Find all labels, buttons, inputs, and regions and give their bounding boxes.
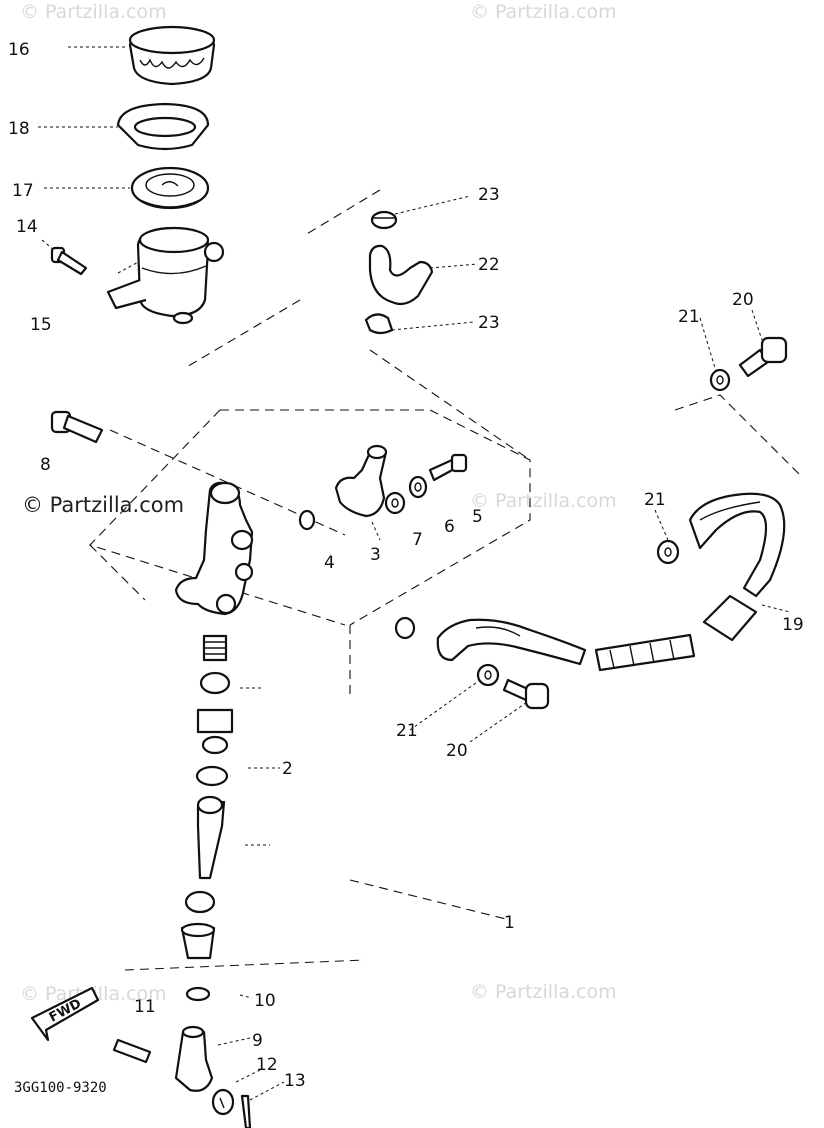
callout-17: 17 [12, 181, 34, 201]
watermark-middle-right: © Partzilla.com [470, 490, 617, 512]
callout-7: 7 [412, 530, 423, 550]
callout-labels: 16 18 17 14 15 23 22 23 21 20 8 21 5 6 7… [8, 40, 804, 1096]
part-10-circlip [185, 986, 211, 1002]
callout-8: 8 [40, 455, 51, 475]
callout-22: 22 [478, 255, 500, 275]
part-5-union-bolt [428, 453, 468, 482]
part-21-gasket-hose [656, 539, 680, 565]
callout-4: 4 [324, 553, 335, 573]
part-2-piston-kit [180, 634, 234, 960]
part-15-reservoir [106, 226, 225, 325]
part-13-cotter-pin [240, 1094, 252, 1128]
part-7-washer [384, 491, 406, 515]
part-16-reservoir-cap [128, 25, 216, 86]
part-23-hose-clamp-top [370, 210, 398, 230]
part-3-hose-joint [334, 444, 388, 518]
callout-3: 3 [370, 545, 381, 565]
callout-23-top: 23 [478, 185, 500, 205]
part-8-bolt [50, 410, 104, 444]
washer-near-hose [394, 616, 416, 640]
part-6-washer [408, 475, 428, 499]
callout-18: 18 [8, 119, 30, 139]
part-11-pin [112, 1038, 152, 1064]
callout-10: 10 [254, 991, 276, 1011]
callout-11: 11 [134, 997, 156, 1017]
callout-21-bottom: 21 [396, 721, 418, 741]
callout-21-middle: 21 [644, 490, 666, 510]
watermark-top-left: © Partzilla.com [20, 1, 167, 23]
callout-1: 1 [504, 913, 515, 933]
callout-15: 15 [30, 315, 52, 335]
part-4-o-ring [298, 509, 316, 531]
callout-13: 13 [284, 1071, 306, 1091]
callout-21-top: 21 [678, 307, 700, 327]
callout-19: 19 [782, 615, 804, 635]
callout-20-bottom: 20 [446, 741, 468, 761]
part-20-union-bolt-top [738, 336, 788, 378]
part-21-gasket-top [709, 368, 731, 392]
part-19-brake-hose [436, 492, 786, 672]
diagram-code: 3GG100-9320 [14, 1080, 107, 1096]
watermark-top-right: © Partzilla.com [470, 1, 617, 23]
leader-lines [38, 46, 791, 1101]
master-cylinder-body [174, 481, 254, 616]
watermark-middle-left: © Partzilla.com [22, 493, 184, 517]
callout-5: 5 [472, 507, 483, 527]
part-22-reservoir-hose [368, 244, 434, 306]
part-12-washer [211, 1088, 235, 1116]
part-20-union-bolt-bottom [502, 678, 550, 710]
callout-23-bottom: 23 [478, 313, 500, 333]
part-17-diaphragm [130, 166, 210, 210]
callout-16: 16 [8, 40, 30, 60]
callout-9: 9 [252, 1031, 263, 1051]
part-14-screw [50, 246, 88, 276]
callout-6: 6 [444, 517, 455, 537]
callout-20-top: 20 [732, 290, 754, 310]
part-21-gasket-bottom [476, 663, 500, 687]
part-18-diaphragm-holder [116, 102, 210, 151]
callout-12: 12 [256, 1055, 278, 1075]
part-23-hose-clamp-bottom [364, 313, 394, 335]
callout-14: 14 [16, 217, 38, 237]
callout-2: 2 [282, 759, 293, 779]
part-9-clevis [174, 1025, 214, 1092]
watermark-bottom-right: © Partzilla.com [470, 981, 617, 1003]
